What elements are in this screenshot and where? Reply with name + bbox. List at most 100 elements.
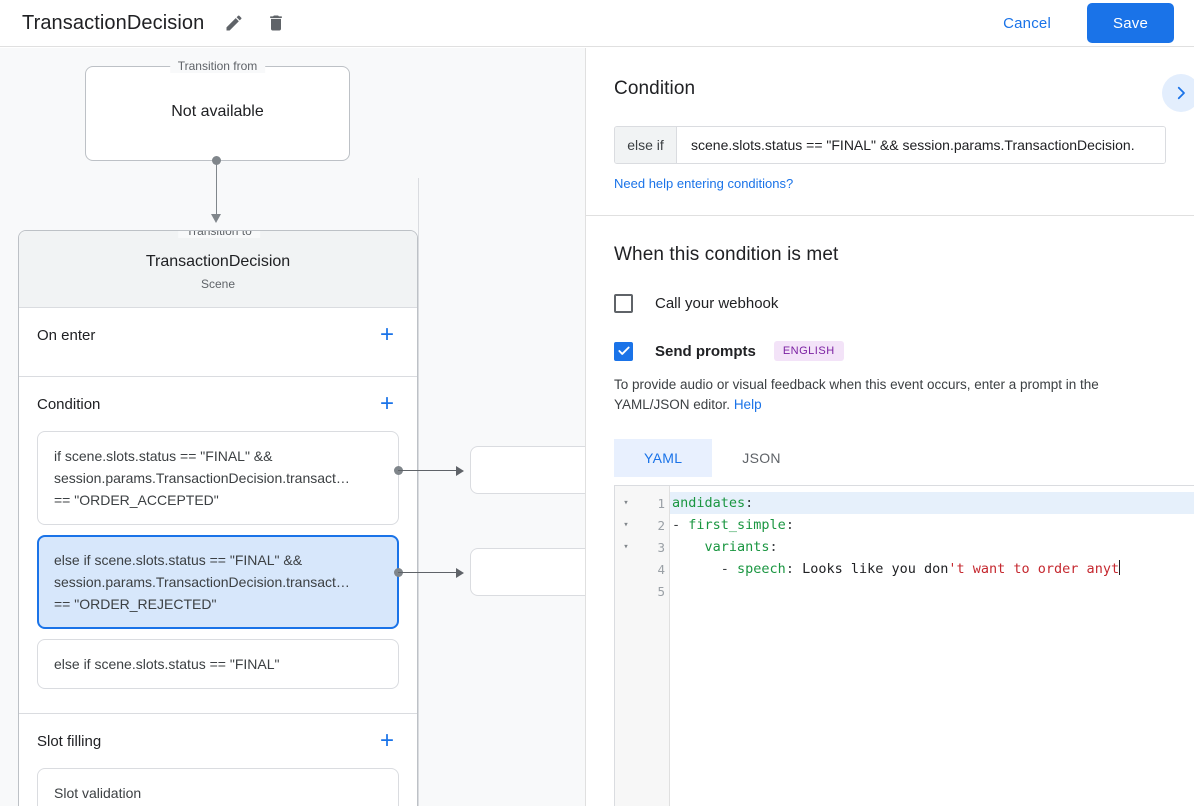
code-token: : [785, 517, 794, 533]
edge-arrowhead-rejected [456, 568, 464, 578]
send-prompts-label: Send prompts [655, 342, 756, 360]
send-prompts-row[interactable]: Send prompts ENGLISH [614, 341, 1166, 361]
code-token: variants [704, 539, 770, 555]
editor-line[interactable] [670, 580, 1194, 602]
condition-input-row[interactable]: else if [614, 126, 1166, 164]
fold-triangle-icon[interactable]: ▾ [623, 498, 629, 508]
editor-line[interactable]: - speech: Looks like you don't want to o… [670, 558, 1194, 580]
scene-card: Transition to TransactionDecision Scene … [18, 230, 418, 806]
code-token: first_simple [688, 517, 786, 533]
chip-line: else if scene.slots.status == "FINAL" && [54, 552, 303, 568]
chip-line: session.params.TransactionDecision.trans… [54, 574, 350, 590]
gutter-row: ▾ 1 [615, 492, 669, 514]
chip-line: if scene.slots.status == "FINAL" && [54, 448, 273, 464]
tab-yaml[interactable]: YAML [614, 439, 713, 477]
flow-canvas[interactable]: Transition from Not available Transition… [0, 48, 585, 806]
when-condition-met-heading: When this condition is met [614, 244, 839, 265]
editor-gutter: ▾ 1 ▾ 2 ▾ 3 4 [615, 486, 670, 806]
section-condition: Condition + if scene.slots.status == "FI… [19, 377, 417, 714]
cancel-button[interactable]: Cancel [989, 7, 1065, 40]
code-token: speech [737, 561, 786, 577]
pencil-icon[interactable] [222, 11, 246, 35]
section-title-condition: Condition [37, 395, 101, 413]
call-webhook-label: Call your webhook [655, 295, 779, 312]
code-token: : [745, 495, 754, 511]
call-webhook-checkbox[interactable] [614, 294, 633, 313]
editor-line[interactable]: - first_simple: [670, 514, 1194, 536]
chip-line: else if scene.slots.status == "FINAL" [54, 656, 280, 672]
code-token: - [672, 517, 689, 533]
target-card-accepted[interactable] [470, 446, 585, 494]
code-token: - [672, 561, 738, 577]
section-slot-filling: Slot filling + Slot validation [19, 714, 417, 806]
editor-code-area[interactable]: andidates:- first_simple: variants: - sp… [670, 486, 1194, 806]
add-condition-button[interactable]: + [379, 390, 394, 417]
canvas-guide-rule [418, 178, 419, 806]
section-header: On enter + [37, 308, 399, 362]
condition-details-panel: Condition else if Need help entering con… [585, 48, 1194, 806]
fold-triangle-icon[interactable]: ▾ [623, 520, 629, 530]
tab-json[interactable]: JSON [742, 450, 781, 466]
prompts-help-link[interactable]: Help [733, 397, 762, 412]
line-number: 3 [657, 539, 665, 555]
gutter-row: ▾ 3 [615, 536, 669, 558]
chip-line: session.params.TransactionDecision.trans… [54, 470, 350, 486]
panel-condition-section: Condition else if Need help entering con… [586, 48, 1194, 216]
line-number: 5 [657, 583, 665, 599]
editor-format-tabs: YAML JSON [614, 439, 1166, 477]
code-token: 't want to order anyt [948, 561, 1120, 577]
code-token: : [769, 539, 778, 555]
condition-expression-input[interactable] [677, 127, 1165, 163]
section-title-on-enter: On enter [37, 326, 96, 344]
app-header: TransactionDecision Cancel Save [0, 0, 1194, 47]
condition-chip-order-rejected[interactable]: else if scene.slots.status == "FINAL" &&… [37, 535, 399, 629]
condition-chip-order-accepted[interactable]: if scene.slots.status == "FINAL" && sess… [37, 431, 399, 525]
language-badge: ENGLISH [773, 341, 844, 361]
line-number: 1 [657, 495, 665, 511]
code-token: Looks like you don [802, 561, 949, 577]
text-caret [1119, 560, 1121, 575]
section-on-enter: On enter + [19, 308, 417, 377]
save-button[interactable]: Save [1087, 3, 1174, 43]
chip-line: Slot validation [54, 785, 142, 801]
add-slot-filling-button[interactable]: + [379, 727, 394, 754]
slot-validation-chip[interactable]: Slot validation [37, 768, 399, 806]
edge-line-accepted [398, 470, 456, 471]
line-number: 2 [657, 517, 665, 533]
transition-from-box: Transition from Not available [85, 59, 350, 161]
editor-line[interactable]: variants: [670, 536, 1194, 558]
code-token: : [785, 561, 803, 577]
prompts-hint: To provide audio or visual feedback when… [614, 375, 1166, 415]
chip-line: == "ORDER_REJECTED" [54, 596, 217, 612]
gutter-row: ▾ 2 [615, 514, 669, 536]
add-on-enter-button[interactable]: + [379, 321, 394, 348]
chevron-right-icon[interactable] [1162, 74, 1194, 112]
transition-from-legend: Transition from [169, 59, 266, 73]
condition-prefix-label: else if [615, 127, 677, 163]
header-actions: Cancel Save [989, 3, 1194, 43]
target-card-rejected[interactable] [470, 548, 585, 596]
panel-when-met-section: When this condition is met Call your web… [586, 216, 1194, 806]
connector-arrowhead [211, 214, 221, 223]
section-title-slot-filling: Slot filling [37, 732, 102, 750]
scene-subtitle: Scene [200, 277, 236, 291]
editor-line[interactable]: andidates: [670, 492, 1194, 514]
condition-chip-final[interactable]: else if scene.slots.status == "FINAL" [37, 639, 399, 689]
panel-title: Condition [614, 78, 696, 99]
page-title: TransactionDecision [22, 11, 205, 34]
trash-icon[interactable] [264, 11, 288, 35]
gutter-row: 5 [615, 580, 669, 602]
fold-triangle-icon[interactable]: ▾ [623, 542, 629, 552]
chip-line: == "ORDER_ACCEPTED" [54, 492, 219, 508]
webhook-row[interactable]: Call your webhook [614, 294, 1166, 313]
scene-card-header: TransactionDecision Scene [19, 231, 417, 308]
transition-to-legend: Transition to [178, 231, 260, 238]
send-prompts-checkbox[interactable] [614, 341, 633, 361]
edge-arrowhead-accepted [456, 466, 464, 476]
conditions-help-link[interactable]: Need help entering conditions? [614, 176, 794, 191]
section-header: Slot filling + [37, 714, 399, 768]
yaml-editor[interactable]: ▾ 1 ▾ 2 ▾ 3 4 [614, 485, 1194, 806]
panel-divider [586, 215, 1194, 216]
transition-from-value: Not available [171, 103, 264, 120]
